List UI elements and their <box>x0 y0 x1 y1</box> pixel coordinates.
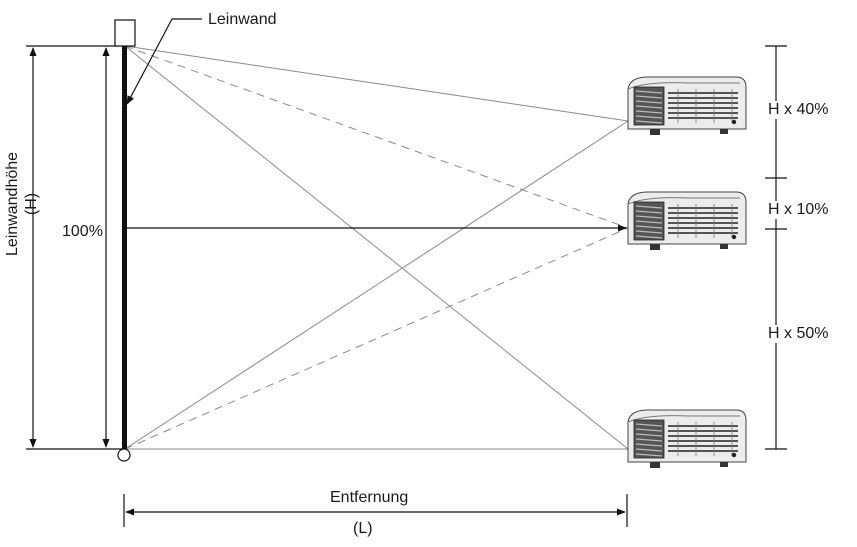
screen-label: Leinwand <box>208 11 277 28</box>
screen-height-text: Leinwandhöhe <box>4 151 21 257</box>
screen-top-box <box>114 19 136 47</box>
height-dimension-lines <box>26 45 125 450</box>
distance-dimension <box>123 494 628 527</box>
distance-symbol-label: (L) <box>353 520 373 537</box>
projector-bottom <box>627 409 747 469</box>
offset-label-40: H x 40% <box>768 101 829 119</box>
screen-bottom-circle <box>117 448 131 462</box>
screen-height-label: Leinwandhöhe (H) <box>2 104 42 304</box>
projector-middle <box>627 191 747 251</box>
screen-pointer <box>126 18 202 105</box>
distance-label: Entfernung <box>330 489 409 506</box>
projector-top <box>627 76 747 136</box>
screen-bar <box>122 46 127 449</box>
offset-label-10: H x 10% <box>768 201 829 219</box>
percent-100-label: 100% <box>62 223 103 240</box>
offset-label-50: H x 50% <box>768 325 829 343</box>
projection-lines <box>124 45 629 450</box>
screen-height-symbol: (H) <box>23 192 40 216</box>
